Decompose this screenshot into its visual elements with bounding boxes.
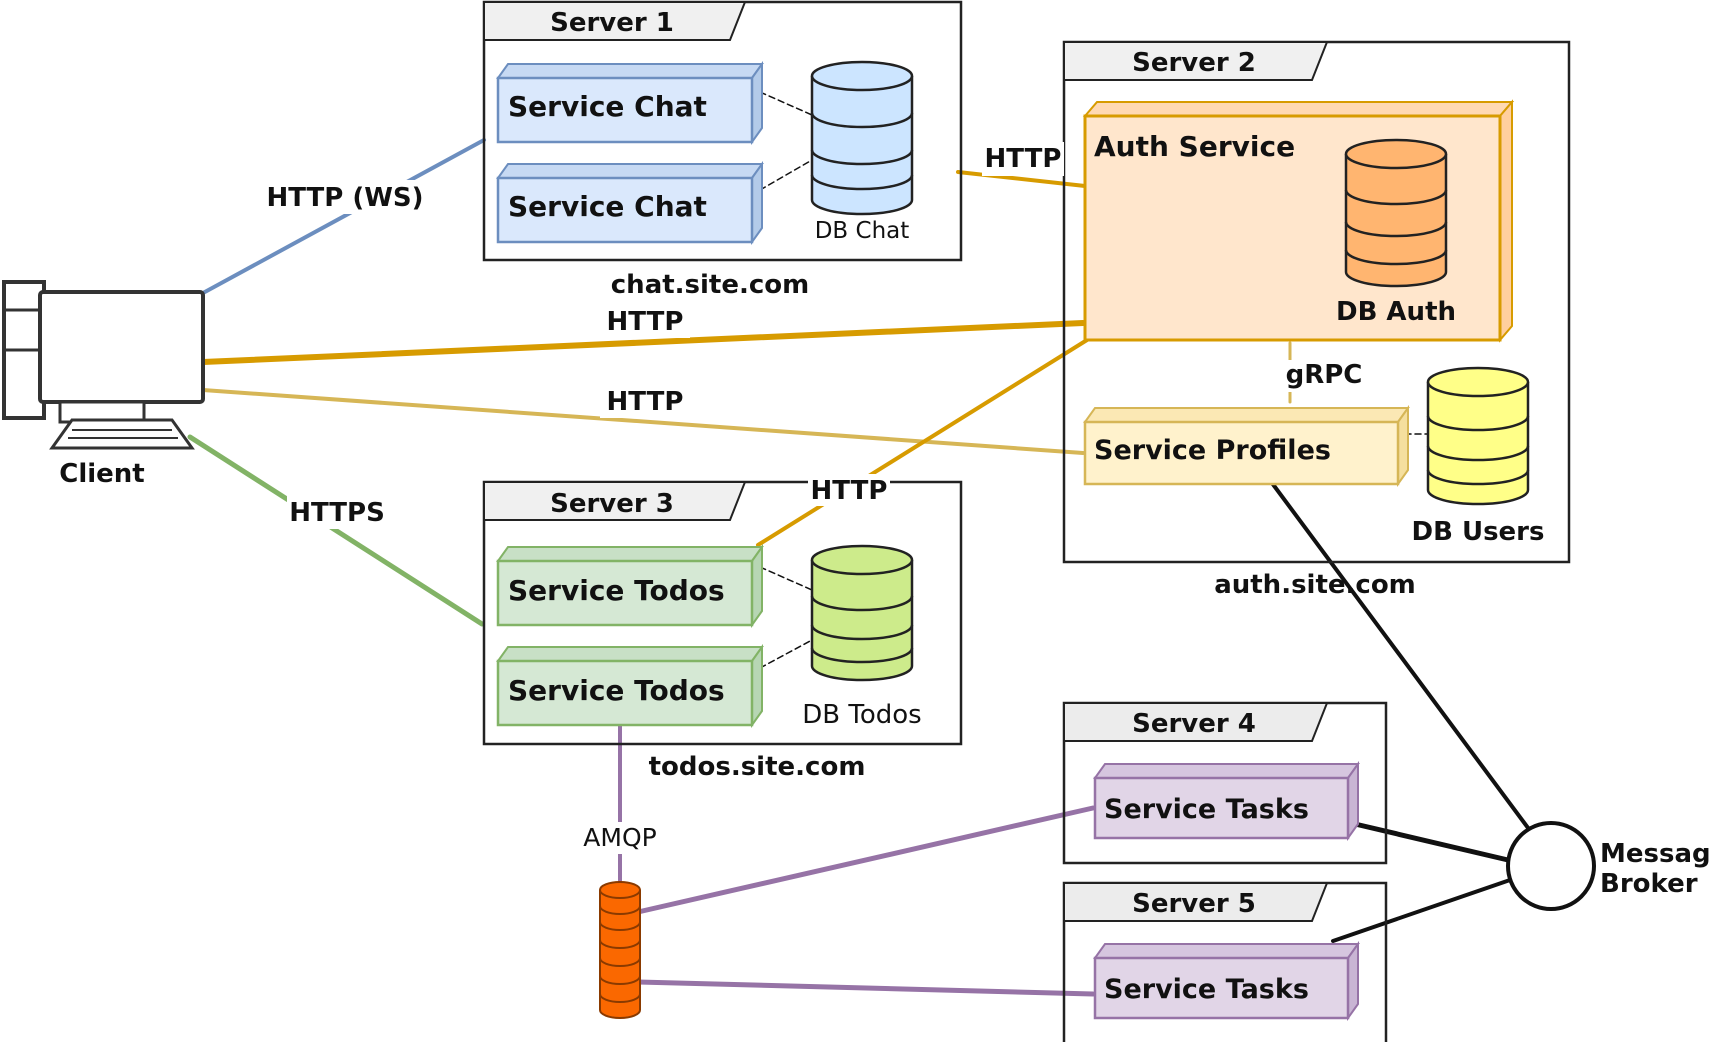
db-chat-label: DB Chat	[815, 218, 910, 244]
edge-todos-auth	[756, 338, 1089, 547]
label-chat-auth: HTTP	[985, 144, 1062, 174]
server-4-title: Server 4	[1132, 709, 1256, 739]
client-computer-icon	[2, 280, 205, 450]
edge-todos1-db	[759, 566, 813, 591]
edge-tasks2-broker	[1331, 878, 1512, 943]
server-1-title: Server 1	[550, 8, 674, 38]
db-chat-icon	[810, 60, 914, 216]
label-client-profiles: HTTP	[607, 387, 684, 417]
server-3-domain: todos.site.com	[649, 752, 866, 782]
broker-label-line1: Message	[1600, 839, 1710, 869]
service-chat-2-label: Service Chat	[508, 190, 707, 223]
broker-label-line2: Broker	[1600, 869, 1698, 899]
label-client-chat: HTTP (WS)	[266, 183, 423, 213]
edge-chat1-db	[759, 91, 813, 116]
service-profiles-label: Service Profiles	[1094, 435, 1331, 466]
edge-queue-tasks1	[635, 805, 1096, 915]
label-todos-auth: HTTP	[811, 476, 888, 506]
server-1-domain: chat.site.com	[611, 270, 809, 300]
service-todos-1: Service Todos	[496, 543, 764, 629]
server-4: Server 4	[1062, 701, 1388, 865]
db-auth-icon	[1344, 138, 1448, 288]
db-users-icon	[1426, 366, 1530, 506]
label-client-todos: HTTPS	[289, 498, 385, 528]
service-tasks-1: Service Tasks	[1093, 760, 1360, 842]
server-1: Server 1	[482, 0, 963, 262]
server-3-title: Server 3	[550, 489, 674, 519]
db-todos-label: DB Todos	[802, 700, 921, 730]
db-users-label: DB Users	[1412, 517, 1545, 547]
connections	[187, 91, 1536, 997]
service-tasks-1-label: Service Tasks	[1104, 794, 1309, 825]
server-2-title: Server 2	[1132, 48, 1256, 78]
edge-chat2-db	[759, 159, 813, 191]
service-tasks-2: Service Tasks	[1093, 940, 1360, 1022]
server-2: Server 2	[1062, 40, 1571, 564]
edge-client-profiles	[201, 388, 1085, 455]
edge-client-chat	[201, 138, 486, 295]
server-5: Server 5	[1062, 881, 1388, 1042]
server-2-domain: auth.site.com	[1214, 570, 1416, 600]
edge-todos2-db	[759, 639, 813, 669]
edge-client-todos	[187, 434, 485, 627]
service-todos-1-label: Service Todos	[508, 574, 725, 607]
db-todos-icon	[810, 544, 914, 682]
message-broker-icon	[1506, 821, 1596, 911]
edge-tasks1-broker	[1352, 821, 1511, 863]
label-client-auth: HTTP	[607, 307, 684, 337]
service-todos-2: Service Todos	[496, 643, 764, 729]
label-todos-queue: AMQP	[583, 823, 656, 852]
service-chat-1-label: Service Chat	[508, 90, 707, 123]
service-profiles: Service Profiles	[1083, 404, 1410, 488]
service-tasks-2-label: Service Tasks	[1104, 974, 1309, 1005]
service-chat-2: Service Chat	[496, 160, 764, 246]
service-todos-2-label: Service Todos	[508, 674, 725, 707]
edge-profiles-broker	[1270, 481, 1536, 838]
db-auth-label: DB Auth	[1336, 297, 1456, 327]
service-chat-1: Service Chat	[496, 60, 764, 146]
label-auth-profiles: gRPC	[1286, 360, 1363, 390]
server-5-title: Server 5	[1132, 889, 1256, 919]
edge-queue-tasks2	[635, 979, 1096, 997]
server-3: Server 3	[482, 480, 963, 746]
queue-icon	[599, 881, 641, 1019]
client-label: Client	[59, 459, 144, 489]
edge-client-auth	[200, 320, 1086, 365]
service-auth-label: Auth Service	[1094, 130, 1295, 163]
